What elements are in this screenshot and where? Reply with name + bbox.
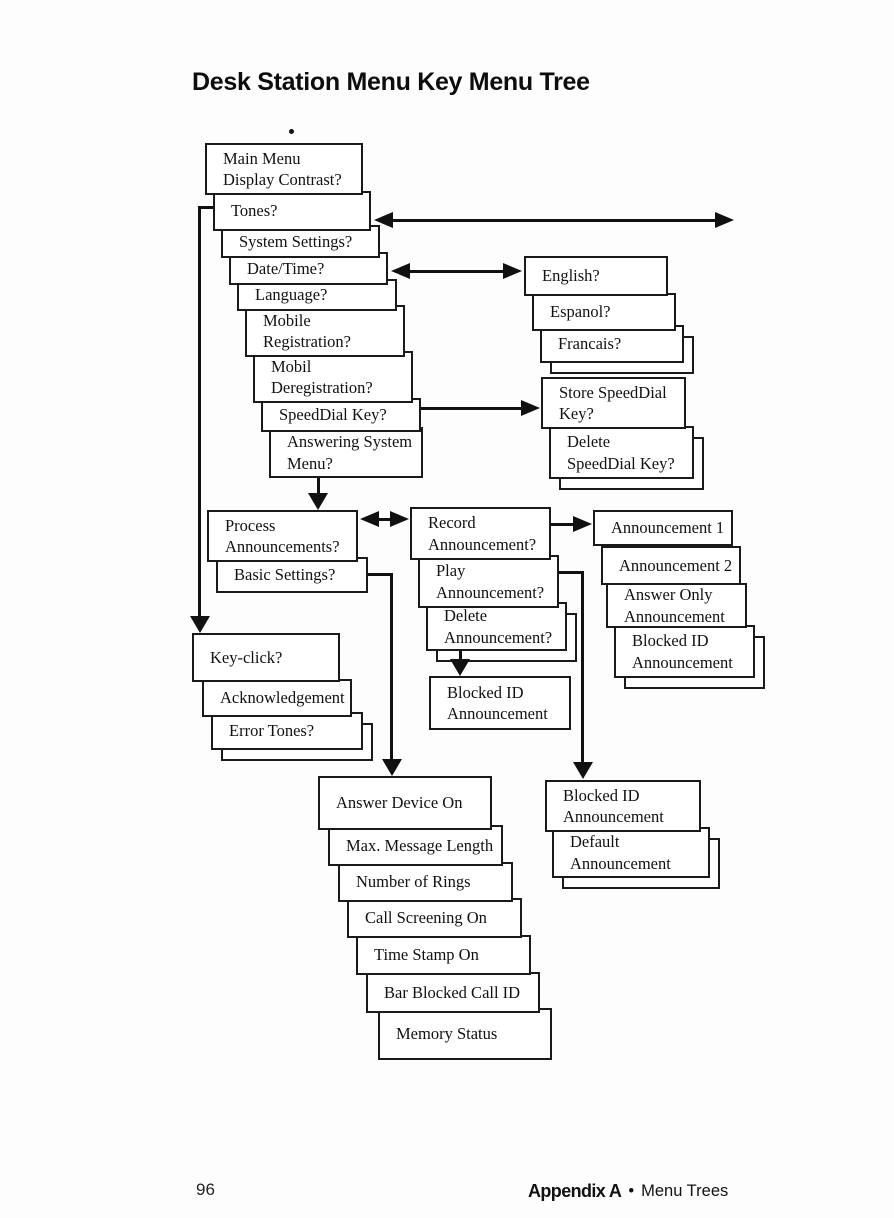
node-play-announcement: Play Announcement? — [418, 555, 559, 608]
node-store-speeddial-key: Store SpeedDial Key? — [541, 377, 686, 429]
node-main-menu: Main Menu Display Contrast? — [205, 143, 363, 195]
footer-appendix: Appendix A • Menu Trees — [528, 1181, 728, 1202]
footer-bullet: • — [628, 1182, 635, 1200]
connector-speeddial-store — [421, 407, 525, 410]
arrowhead-right-icon — [521, 400, 540, 416]
node-error-tones: Error Tones? — [211, 712, 363, 750]
connector-play-blockedid-rail — [581, 571, 584, 763]
arrowhead-down-icon — [190, 616, 210, 633]
node-basic-settings: Basic Settings? — [216, 557, 368, 593]
connector-basic-answerdevice-stub — [368, 573, 393, 576]
node-answering-system-menu: Answering System Menu? — [269, 427, 423, 478]
arrowhead-right-icon — [715, 212, 734, 228]
arrowhead-right-icon — [503, 263, 522, 279]
node-number-of-rings: Number of Rings — [338, 862, 513, 902]
node-record-announcement: Record Announcement? — [410, 507, 551, 560]
node-max-message-length: Max. Message Length — [328, 825, 503, 866]
connector-language-english — [408, 270, 506, 273]
node-blocked-id-announcement-right: Blocked ID Announcement — [614, 625, 755, 678]
node-mobil-deregistration: Mobil Deregistration? — [253, 351, 413, 403]
arrowhead-down-icon — [573, 762, 593, 779]
page-title: Desk Station Menu Key Menu Tree — [192, 68, 590, 96]
node-memory-status: Memory Status — [378, 1008, 552, 1060]
arrowhead-down-icon — [308, 493, 328, 510]
node-speeddial-key: SpeedDial Key? — [261, 398, 421, 432]
node-answer-device-on: Answer Device On — [318, 776, 492, 830]
node-mobile-registration: Mobile Registration? — [245, 305, 405, 357]
node-call-screening-on: Call Screening On — [347, 898, 522, 938]
node-bar-blocked-call-id: Bar Blocked Call ID — [366, 972, 540, 1013]
node-blocked-id-announcement-mid: Blocked ID Announcement — [429, 676, 571, 730]
scan-artifact-dot — [289, 129, 294, 134]
node-process-announcements: Process Announcements? — [207, 510, 358, 562]
node-key-click: Key-click? — [192, 633, 340, 682]
node-time-stamp-on: Time Stamp On — [356, 935, 531, 975]
node-blocked-id-announcement-bottom: Blocked ID Announcement — [545, 780, 701, 832]
node-english: English? — [524, 256, 668, 296]
node-default-announcement: Default Announcement — [552, 827, 710, 878]
arrowhead-left-icon — [374, 212, 393, 228]
connector-delete-blockedid — [459, 650, 462, 661]
connector-play-blockedid-stub — [559, 571, 584, 574]
connector-basic-answerdevice-rail — [390, 573, 393, 760]
arrowhead-left-icon — [391, 263, 410, 279]
node-delete-announcement: Delete Announcement? — [426, 602, 567, 651]
node-delete-speeddial-key: Delete SpeedDial Key? — [549, 426, 694, 479]
node-tones: Tones? — [213, 191, 371, 231]
node-announcement-1: Announcement 1 — [593, 510, 733, 546]
section-label: Menu Trees — [641, 1182, 729, 1200]
connector-tones-keyclick-stub — [199, 206, 214, 209]
arrowhead-right-icon — [390, 511, 409, 527]
node-espanol: Espanol? — [532, 293, 676, 331]
node-date-time: Date/Time? — [229, 252, 388, 285]
arrowhead-left-icon — [360, 511, 379, 527]
page-number: 96 — [196, 1180, 215, 1199]
node-answer-only-announcement: Answer Only Announcement — [606, 583, 747, 628]
arrowhead-down-icon — [382, 759, 402, 776]
connector-tones-keyclick-rail — [198, 206, 201, 618]
node-acknowledgement: Acknowledgement — [202, 679, 352, 717]
connector-tones-span — [391, 219, 719, 222]
connector-process-record — [375, 518, 395, 521]
connector-record-announcement1 — [551, 523, 577, 526]
node-announcement-2: Announcement 2 — [601, 546, 741, 585]
arrowhead-right-icon — [573, 516, 592, 532]
arrowhead-down-icon — [450, 659, 470, 676]
appendix-label: Appendix A — [528, 1181, 622, 1201]
connector-answering-process — [317, 476, 320, 494]
